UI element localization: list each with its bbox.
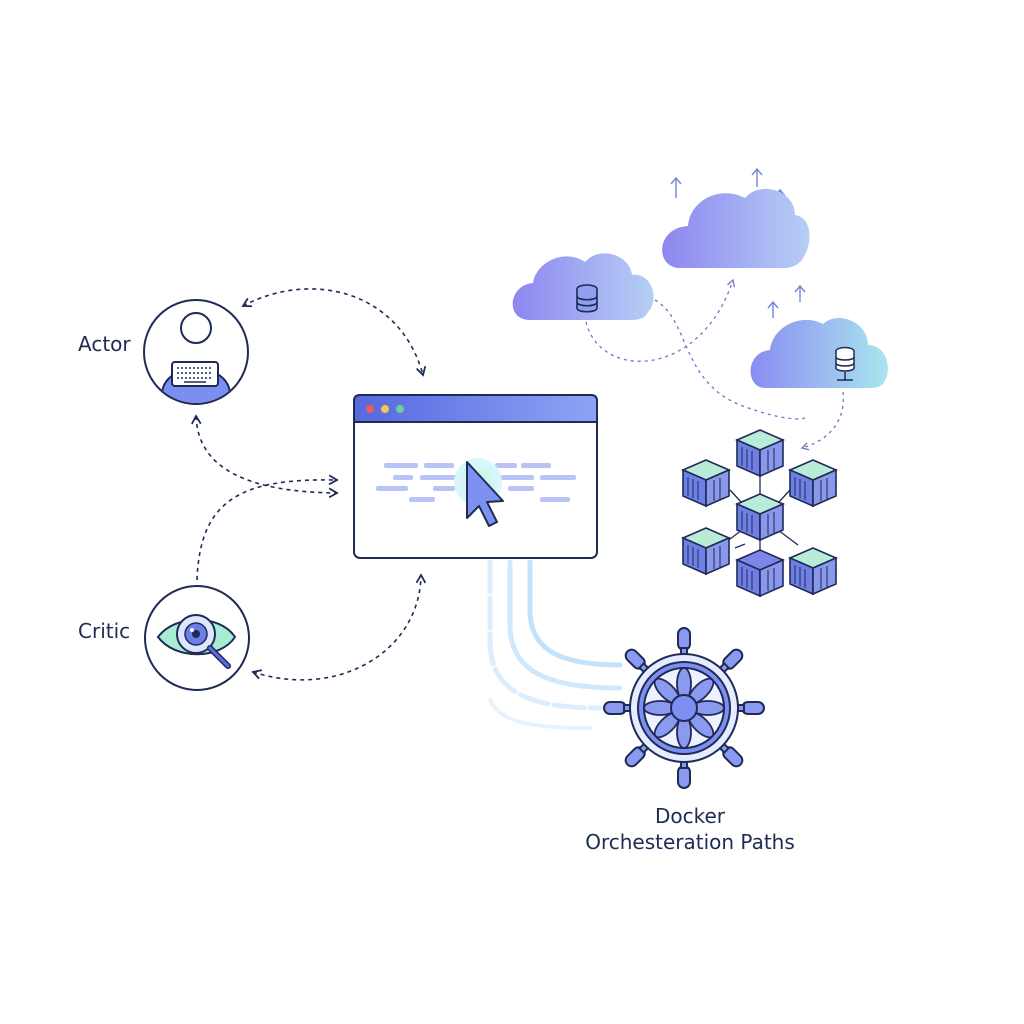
arrow-cloud1-to-cloud3 <box>654 299 806 420</box>
docker-label-line2: Orchesteration Paths <box>585 830 795 854</box>
container-cube-icon <box>787 547 839 596</box>
cloud-icon-right <box>750 318 888 388</box>
critic-icon <box>144 585 250 691</box>
mouse-pointer-icon <box>466 461 504 527</box>
arrow-actor-down-to-window <box>191 414 339 499</box>
cloud-flow-arrows <box>585 278 844 451</box>
browser-window-icon <box>353 394 598 559</box>
orchestration-pipes <box>487 559 623 730</box>
database-icon <box>835 346 855 381</box>
critic-label: Critic <box>78 619 131 643</box>
arrow-cloud1-to-cloud2 <box>585 278 736 362</box>
docker-orchestration-label: Docker Orchesteration Paths <box>560 803 820 855</box>
docker-label-line1: Docker <box>654 804 726 828</box>
ship-wheel-icon <box>603 627 765 789</box>
container-cube-icon <box>734 493 786 542</box>
container-cube-icon <box>734 429 786 478</box>
database-icon <box>576 284 598 313</box>
container-cubes <box>680 429 839 598</box>
container-cube-icon <box>680 459 732 508</box>
content-lines <box>376 463 576 502</box>
upload-arrows <box>670 167 806 318</box>
arrow-actor-to-window <box>241 288 427 377</box>
arrow-critic-to-window <box>251 573 427 681</box>
container-cube-icon <box>734 549 786 598</box>
actor-label: Actor <box>78 332 131 356</box>
connection-arrows <box>191 288 427 681</box>
cloud-icon-left <box>512 253 654 320</box>
arrow-critic-up-to-window <box>196 474 339 581</box>
container-cube-icon <box>787 459 839 508</box>
actor-icon <box>143 299 249 405</box>
arrow-cloud3-to-containers <box>800 391 844 451</box>
cloud-icon-top <box>662 188 810 268</box>
container-cube-icon <box>680 527 732 576</box>
